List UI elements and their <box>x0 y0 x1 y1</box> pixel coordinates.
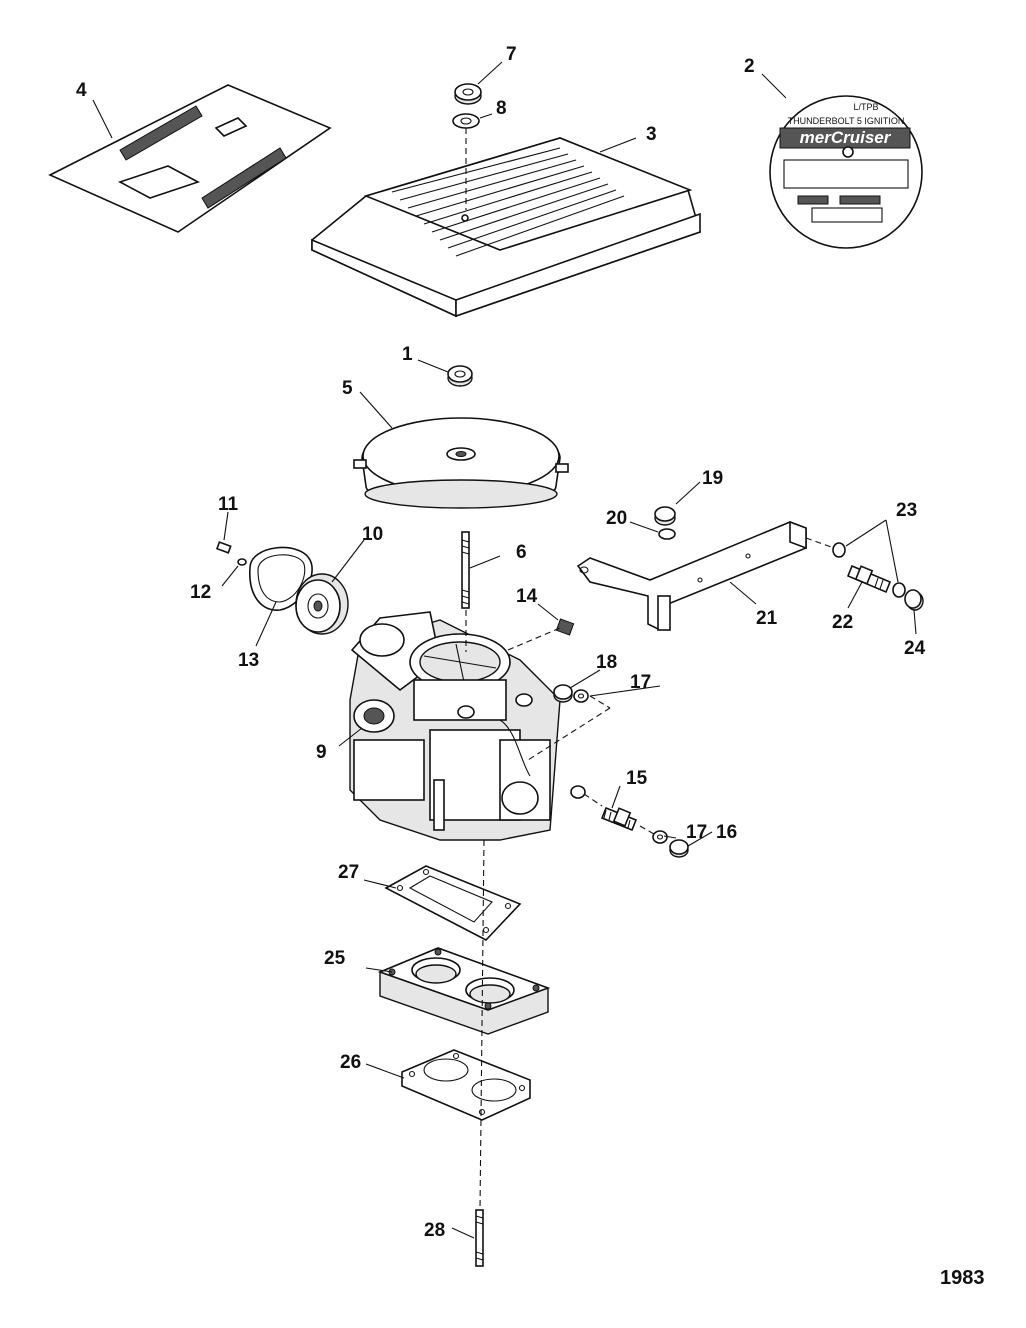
callout-10: 10 <box>362 524 383 545</box>
callout-8: 8 <box>496 98 507 119</box>
callout-26: 26 <box>340 1052 361 1073</box>
washer-part-23-left <box>832 542 846 558</box>
stud-part-22 <box>846 564 892 594</box>
callout-13: 13 <box>238 650 259 671</box>
callout-7: 7 <box>506 44 517 65</box>
decal-line-1: L/TPB <box>853 102 878 112</box>
carburetor-part-9 <box>349 611 561 841</box>
callout-1: 1 <box>402 344 413 365</box>
callout-25: 25 <box>324 948 346 969</box>
callout-15: 15 <box>626 768 648 789</box>
callout-19: 19 <box>702 468 723 489</box>
plug-part-14 <box>555 618 575 636</box>
callout-6: 6 <box>516 542 527 563</box>
washer-lower-inner <box>570 785 586 799</box>
callout-20: 20 <box>606 508 627 529</box>
washer-part-20 <box>658 528 676 540</box>
callout-2: 2 <box>744 56 755 77</box>
washer-part-8 <box>452 113 480 129</box>
leader-lines <box>92 61 917 1239</box>
washer-part-17-lower <box>652 830 668 844</box>
nut-part-16 <box>669 839 689 858</box>
callout-27: 27 <box>338 862 359 883</box>
engine-cover-part-3 <box>311 137 701 318</box>
decal-sheet-part-4 <box>48 84 332 233</box>
stud-part-15 <box>600 806 638 832</box>
screw-part-11 <box>215 541 232 554</box>
nut-part-24 <box>904 589 924 611</box>
callout-22: 22 <box>832 612 853 633</box>
callout-16: 16 <box>716 822 737 843</box>
figure-number: 1983 <box>940 1267 985 1289</box>
callout-17-upper: 17 <box>630 672 651 693</box>
callout-11: 11 <box>218 494 239 515</box>
callout-21: 21 <box>756 608 778 629</box>
callout-14: 14 <box>516 586 538 607</box>
assembly-lines <box>465 128 835 1211</box>
callout-23: 23 <box>896 500 917 521</box>
bracket-part-21 <box>576 520 807 631</box>
air-cleaner-part-5 <box>353 417 569 509</box>
stud-part-6 <box>461 531 470 609</box>
nut-part-19 <box>654 506 676 526</box>
callout-9: 9 <box>316 742 327 763</box>
callout-24: 24 <box>904 638 926 659</box>
gasket-part-27 <box>384 865 522 941</box>
nut-part-1 <box>447 365 473 387</box>
gasket-part-26 <box>401 1049 531 1121</box>
stud-part-28 <box>475 1209 484 1267</box>
callout-18: 18 <box>596 652 617 673</box>
choke-cover-part-10 <box>295 573 349 635</box>
callout-17-lower: 17 <box>686 822 707 843</box>
callout-28: 28 <box>424 1220 445 1241</box>
callout-labels: 1 2 3 4 5 6 7 8 9 10 11 12 13 14 15 16 1… <box>76 44 926 1241</box>
callout-3: 3 <box>646 124 657 145</box>
ignition-decal-part-2: L/TPB THUNDERBOLT 5 IGNITION merCruiser <box>769 95 923 249</box>
decal-line-2: THUNDERBOLT 5 IGNITION <box>788 116 905 126</box>
callout-4: 4 <box>76 80 87 101</box>
spacer-part-25 <box>377 947 551 1035</box>
nut-part-18 <box>553 684 573 703</box>
callout-12: 12 <box>190 582 211 603</box>
decal-brand: merCruiser <box>800 128 892 147</box>
washer-part-17-upper <box>573 689 589 703</box>
washer-part-23-right <box>892 582 906 598</box>
callout-5: 5 <box>342 378 353 399</box>
washer-part-12 <box>237 558 247 566</box>
nut-part-7 <box>454 83 482 105</box>
